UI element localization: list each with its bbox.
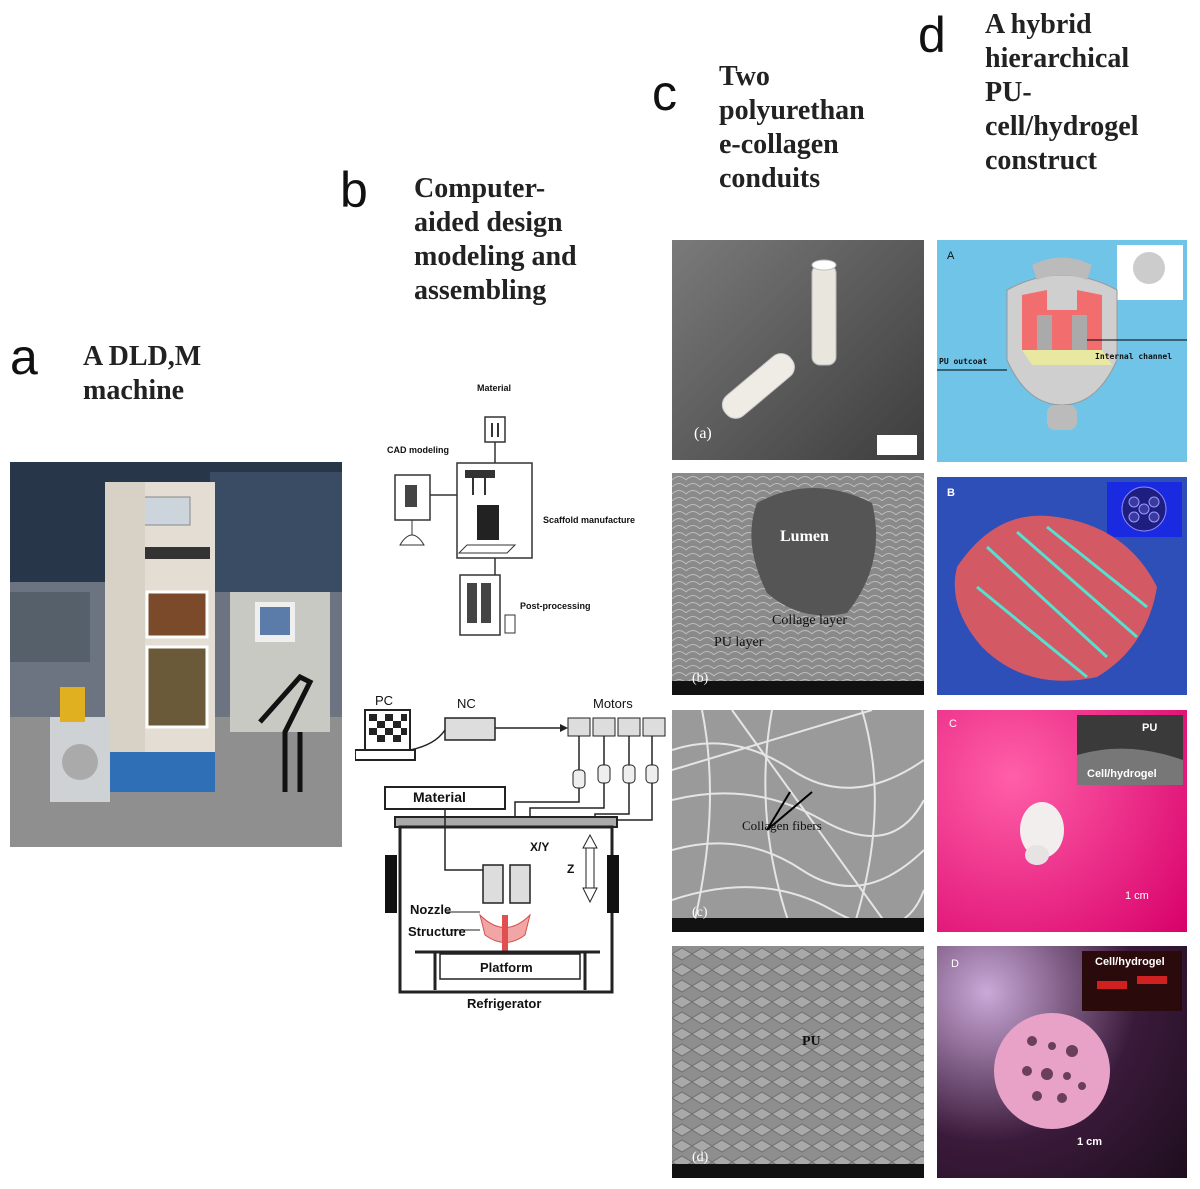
sem-pu: (d) PU [672, 946, 924, 1178]
image-label-C: C [949, 718, 957, 730]
diagram-label-material: Material [477, 383, 512, 393]
sem-collagen-fibers: (c) Collagen fibers [672, 710, 924, 932]
diagram-label-scaffold-manufacture: Scaffold manufacture [543, 515, 636, 525]
label-lumen: Lumen [780, 528, 829, 545]
label-collagen-layer: Collage layer [772, 613, 848, 628]
diagram-label-post-processing: Post-processing [520, 601, 591, 611]
machine-photo [10, 462, 342, 847]
panel-letter-b: b [340, 162, 368, 218]
image-label-c: (c) [692, 905, 708, 920]
schematic-label-pc: PC [375, 693, 394, 708]
schematic-label-nozzle: Nozzle [410, 902, 452, 917]
schematic-label-structure: Structure [408, 924, 466, 939]
construct-ct-scan: B [937, 477, 1187, 695]
label-pu-inset: PU [1142, 722, 1158, 734]
label-internal-channel: Internal channel [1095, 352, 1173, 361]
sem-lumen: (b) Lumen Collage layer PU layer [672, 473, 924, 695]
schematic-label-motors: Motors [593, 696, 633, 711]
schematic-label-nc: NC [457, 696, 476, 711]
diagram-label-cad-modeling: CAD modeling [387, 445, 449, 455]
construct-section-photo: D Cell/hydrogel 1 cm [937, 946, 1187, 1178]
image-label-B: B [947, 487, 955, 499]
apparatus-schematic: PC NC Motors Material X/Y Z Nozzle Struc… [355, 690, 667, 1015]
panel-title-a: A DLD,M machine [83, 341, 202, 406]
schematic-label-xy: X/Y [530, 840, 550, 854]
schematic-label-z: Z [567, 862, 575, 876]
image-label-b: (b) [692, 671, 709, 686]
conduits-photo: (a) [672, 240, 924, 460]
image-label-A: A [947, 250, 955, 262]
schematic-label-refrigerator: Refrigerator [467, 996, 542, 1011]
label-collagen-fibers: Collagen fibers [742, 818, 822, 833]
construct-3d-model: A PU outcoat Internal channel [937, 240, 1187, 462]
label-cell-hydrogel-d: Cell/hydrogel [1095, 956, 1165, 968]
panel-title-b: Computer- aided design modeling and asse… [414, 173, 577, 306]
image-label-D: D [951, 958, 959, 970]
scale-bar-label-c: 1 cm [1125, 890, 1149, 902]
panel-letter-d: d [918, 7, 946, 63]
image-label-d: (d) [692, 1150, 709, 1165]
image-label-a: (a) [694, 425, 712, 442]
panel-title-d: A hybrid hierarchical PU- cell/hydrogel … [985, 9, 1139, 176]
label-pu-layer: PU layer [714, 635, 764, 650]
panel-title-c: Two polyurethan e-collagen conduits [719, 61, 865, 194]
panel-letter-a: a [10, 329, 38, 385]
label-pu-outcoat: PU outcoat [939, 357, 988, 366]
label-cell-hydrogel-inset: Cell/hydrogel [1087, 768, 1157, 780]
construct-photo: C PU Cell/hydrogel 1 cm [937, 710, 1187, 932]
schematic-label-material: Material [413, 789, 466, 805]
scale-bar-label-d: 1 cm [1077, 1136, 1103, 1148]
panel-letter-c: c [652, 65, 677, 121]
workflow-diagram: Material CAD modeling Scaffold manufactu… [385, 375, 655, 650]
label-pu: PU [802, 1034, 821, 1049]
schematic-label-platform: Platform [480, 960, 533, 975]
